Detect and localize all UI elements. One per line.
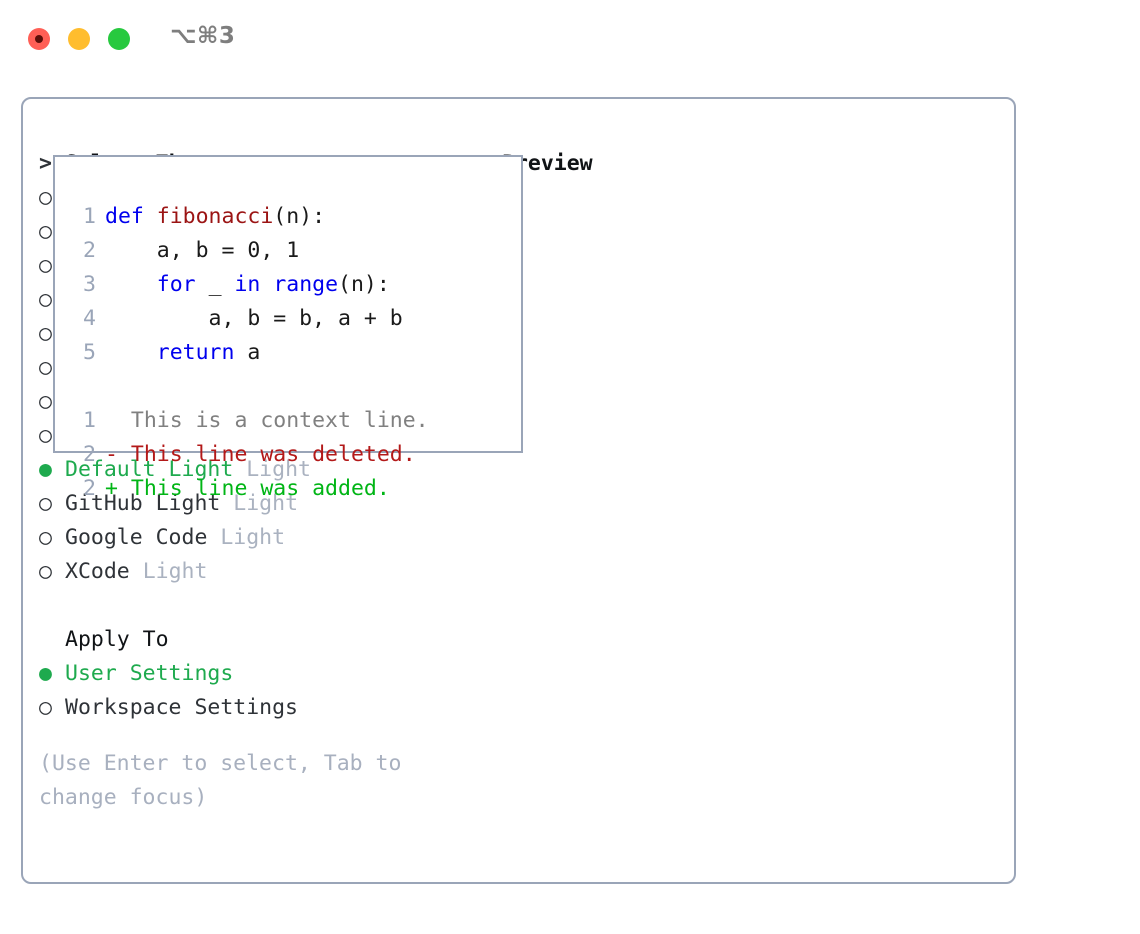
theme-option-label: Default Light — [65, 457, 234, 482]
theme-variant-badge: Light — [246, 457, 311, 482]
theme-variant-badge: Light — [142, 559, 208, 584]
code-token: a — [234, 340, 261, 365]
diff-text: This line was deleted. — [130, 442, 416, 467]
diff-marker — [105, 408, 131, 433]
code-token: return — [156, 340, 235, 365]
line-number: 2 — [83, 442, 96, 467]
theme-option-label: XCode — [65, 559, 130, 584]
section-spacer — [39, 589, 489, 623]
radio-unselected-icon[interactable]: ○ — [39, 219, 52, 244]
radio-unselected-icon[interactable]: ○ — [39, 695, 52, 720]
line-number: 2 — [83, 238, 96, 263]
radio-unselected-icon[interactable]: ○ — [39, 253, 52, 278]
maximize-window-icon[interactable] — [108, 28, 130, 50]
diff-line: 2 + This line was added. — [72, 472, 429, 506]
minimize-window-icon[interactable] — [68, 28, 90, 50]
radio-unselected-icon[interactable]: ○ — [39, 491, 52, 516]
code-line: 5 return a — [72, 336, 429, 370]
apply-to-header-label: Apply To — [65, 627, 169, 652]
theme-option-row[interactable]: ○ XCode Light — [39, 555, 489, 589]
code-token: fibonacci — [156, 204, 274, 229]
diff-line: 2- This line was deleted. — [72, 438, 429, 472]
apply-to-option-row[interactable]: ● User Settings — [39, 657, 489, 691]
apply-to-option-list: ● User Settings ○ Workspace Settings — [39, 657, 489, 725]
radio-unselected-icon[interactable]: ○ — [39, 355, 52, 380]
radio-unselected-icon[interactable]: ○ — [39, 185, 52, 210]
preview-column: Preview — [502, 147, 1002, 181]
code-token: a, b = b, a + b — [105, 306, 403, 331]
code-line: 1 def fibonacci(n): — [72, 200, 429, 234]
code-diff-separator — [72, 370, 429, 404]
code-token: in — [234, 272, 261, 297]
line-number: 5 — [83, 340, 96, 365]
diff-marker: - — [105, 442, 131, 467]
theme-option-label: Google Code — [65, 525, 208, 550]
theme-variant-badge: Light — [220, 525, 286, 550]
title-bar: ⌥⌘3 — [0, 0, 1140, 78]
radio-unselected-icon[interactable]: ○ — [39, 559, 52, 584]
line-number: 1 — [83, 204, 96, 229]
radio-unselected-icon[interactable]: ○ — [39, 321, 52, 346]
radio-unselected-icon[interactable]: ○ — [39, 389, 52, 414]
radio-unselected-icon[interactable]: ○ — [39, 423, 52, 448]
apply-to-option-label: Workspace Settings — [65, 695, 298, 720]
apply-to-header: Apply To — [39, 623, 489, 657]
line-number: 3 — [83, 272, 96, 297]
code-line: 4 a, b = b, a + b — [72, 302, 429, 336]
code-token: _ — [195, 272, 235, 297]
code-token: (n): — [273, 204, 326, 229]
line-number: 2 — [83, 476, 96, 501]
apply-to-option-row[interactable]: ○ Workspace Settings — [39, 691, 489, 725]
line-number: 1 — [83, 408, 96, 433]
preview-title: Preview — [502, 151, 593, 176]
code-token — [105, 272, 157, 297]
theme-option-label: GitHub Light — [65, 491, 221, 516]
code-line: 3 for _ in range(n): — [72, 268, 429, 302]
diff-line: 1 This is a context line. — [72, 404, 429, 438]
keyboard-shortcut-label: ⌥⌘3 — [170, 23, 236, 49]
code-token — [260, 272, 273, 297]
diff-marker: + — [105, 476, 131, 501]
radio-selected-icon[interactable]: ● — [39, 457, 52, 482]
keyboard-hint-text: (Use Enter to select, Tab to change focu… — [39, 751, 402, 810]
code-token: def — [105, 204, 157, 229]
apply-to-option-label: User Settings — [65, 661, 234, 686]
radio-selected-icon[interactable]: ● — [39, 661, 52, 686]
code-line: 2 a, b = 0, 1 — [72, 234, 429, 268]
apply-to-indent — [39, 623, 65, 657]
radio-unselected-icon[interactable]: ○ — [39, 287, 52, 312]
code-token: for — [156, 272, 196, 297]
code-token: range — [273, 272, 339, 297]
theme-option-row[interactable]: ● Default Light Light — [39, 453, 489, 487]
code-token: a, b = 0, 1 — [105, 238, 300, 263]
theme-picker-panel: > Select Theme ○ANSI Dark○Atom One Dark○… — [21, 97, 1016, 884]
radio-unselected-icon[interactable]: ○ — [39, 525, 52, 550]
diff-text: This is a context line. — [130, 408, 429, 433]
theme-variant-badge: Light — [233, 491, 299, 516]
close-window-inner-dot — [35, 35, 43, 43]
diff-text: This line was added. — [130, 476, 390, 501]
code-token — [105, 340, 157, 365]
header-caret-icon: > — [39, 151, 65, 176]
line-number: 4 — [83, 306, 96, 331]
theme-option-row[interactable]: ○ Google Code Light — [39, 521, 489, 555]
code-token: (n): — [338, 272, 390, 297]
theme-option-row[interactable]: ○ GitHub Light Light — [39, 487, 489, 521]
